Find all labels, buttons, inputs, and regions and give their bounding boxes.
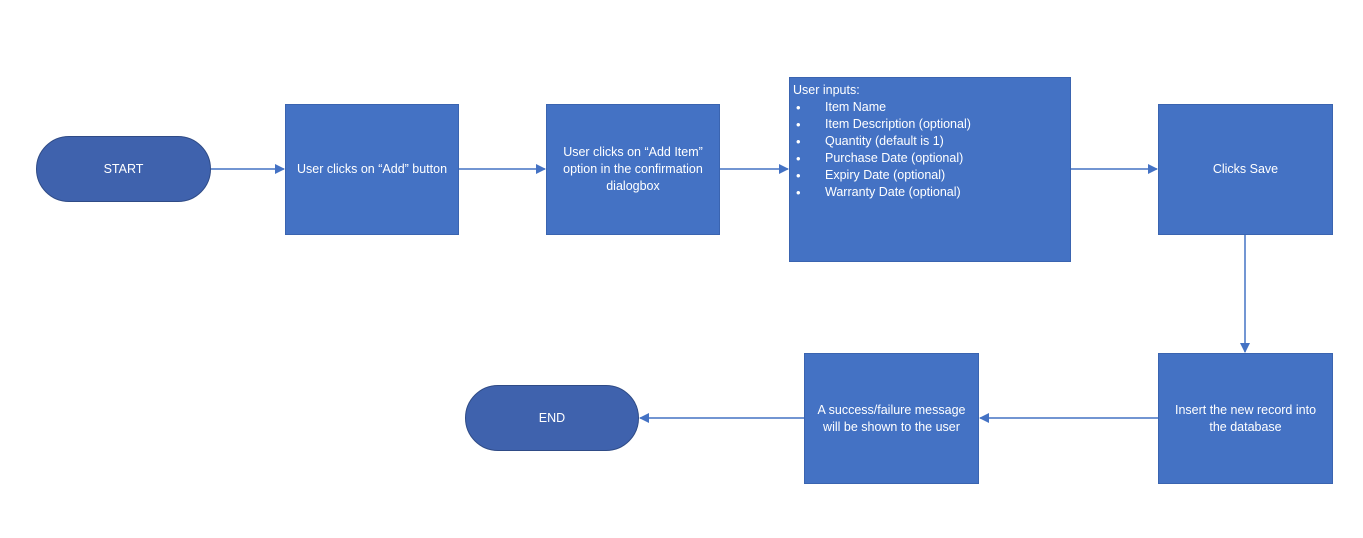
user-inputs-list: Item Name Item Description (optional) Qu… xyxy=(793,99,1070,201)
add-button-step: User clicks on “Add” button xyxy=(285,104,459,235)
click-save-step-label: Clicks Save xyxy=(1212,162,1279,176)
insert-record-step-label: Insert the new record into the database xyxy=(1174,402,1317,434)
end-label: END xyxy=(538,410,566,425)
add-item-step: User clicks on “Add Item” option in the … xyxy=(546,104,720,235)
user-input-item: Expiry Date (optional) xyxy=(793,167,1070,184)
add-item-step-label: User clicks on “Add Item” option in the … xyxy=(563,145,703,193)
click-save-step: Clicks Save xyxy=(1158,104,1333,235)
result-message-step-label: A success/failure message will be shown … xyxy=(817,402,966,434)
user-inputs-title: User inputs: xyxy=(793,83,860,97)
result-message-step: A success/failure message will be shown … xyxy=(804,353,979,484)
user-input-item: Item Name xyxy=(793,99,1070,116)
start-label: START xyxy=(103,161,144,176)
start-node: START xyxy=(36,136,211,202)
user-input-item: Item Description (optional) xyxy=(793,116,1070,133)
user-inputs-step: User inputs: Item Name Item Description … xyxy=(789,77,1071,262)
user-input-item: Quantity (default is 1) xyxy=(793,133,1070,150)
insert-record-step: Insert the new record into the database xyxy=(1158,353,1333,484)
add-button-step-label: User clicks on “Add” button xyxy=(296,162,448,176)
user-input-item: Purchase Date (optional) xyxy=(793,150,1070,167)
end-node: END xyxy=(465,385,639,451)
user-input-item: Warranty Date (optional) xyxy=(793,184,1070,201)
